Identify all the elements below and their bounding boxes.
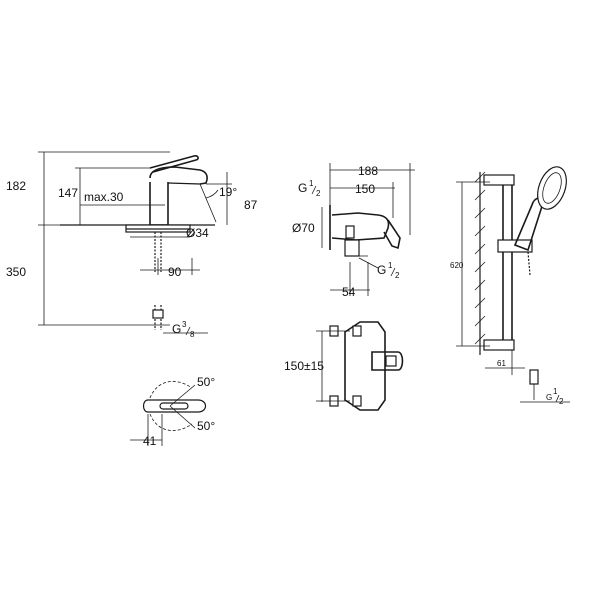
mixer-body [149, 182, 169, 226]
shower-thread-top-label: G 1 2 [298, 179, 321, 198]
shower-centers-label: 150±15 [284, 359, 324, 373]
shower-front-lever [371, 351, 404, 371]
shower-thread-top-sub: 2 [316, 189, 321, 198]
basin-mixer-side-view: 182 147 max.30 19° 87 Ø34 350 90 G 3 8 [6, 151, 258, 339]
rail-offset-label: 61 [497, 359, 506, 368]
dim-height-label: 182 [6, 179, 26, 193]
rail-bracket-bottom [483, 339, 515, 351]
shower-thread-top-slash [311, 185, 317, 195]
handle-angle-bottom-label: 50° [197, 419, 215, 433]
shower-rail-set: 620 61 G 1 2 [450, 166, 570, 406]
handle-plan-view: 50° 50° 41 [130, 375, 215, 448]
rail-length-label: 620 [450, 261, 464, 270]
shower-thread-top-letter: G [298, 181, 307, 195]
shower-thread-top-sup: 1 [309, 179, 314, 188]
basin-thread-sup: 3 [182, 320, 187, 329]
handle-arc-bottom [149, 413, 193, 431]
shower-front-lever-cap [385, 355, 397, 367]
dim-leader-diameter [189, 231, 196, 238]
dim-angle-arc [205, 189, 219, 199]
mixer-spout-underside [167, 182, 201, 185]
dim-offset-label: 90 [168, 265, 182, 279]
handle-angle-top-label: 50° [197, 375, 215, 389]
rail-thread-letter: G [546, 393, 552, 402]
hand-shower-face [542, 172, 562, 204]
handle-slot [159, 402, 189, 410]
shower-front-eccentric-top [352, 325, 362, 337]
shower-mixer-side-view: 188 150 Ø70 54 G 1 2 G 1 2 [292, 163, 415, 299]
handle-angle-line-top [169, 384, 196, 407]
shower-thread-sub: 2 [395, 271, 400, 280]
rail-thread-slash [555, 394, 560, 403]
shower-rosette-label: Ø70 [292, 221, 315, 235]
rail-thread-sup: 1 [553, 387, 558, 396]
rail-bracket-top [483, 174, 515, 186]
basin-thread-sub: 8 [190, 330, 195, 339]
mixer-lever [149, 155, 199, 173]
handle-angle-line-bottom [169, 405, 196, 429]
dim-angle-label: 19° [219, 185, 237, 199]
mixer-spout [149, 166, 208, 185]
rail-wall-hatching [474, 171, 486, 345]
shower-inner-label: 150 [355, 182, 375, 196]
basin-thread-letter: G [172, 322, 181, 336]
dim-angle-line [199, 183, 217, 223]
dim-max-label: max.30 [84, 190, 124, 204]
shower-thread-label: G 1 2 [377, 261, 400, 280]
shower-thread-slash [390, 267, 396, 277]
shower-hose [527, 251, 531, 276]
hose-connector [529, 369, 539, 385]
dim-diameter-label: Ø34 [186, 226, 209, 240]
shower-thread-leader [358, 257, 379, 269]
handle-width-label: 41 [143, 434, 157, 448]
basin-thread-slash [185, 326, 191, 336]
dim-spout-height-label: 147 [58, 186, 78, 200]
shower-thread-letter: G [377, 263, 386, 277]
connector-nut [152, 309, 164, 319]
shower-front-eccentric-bottom [352, 395, 362, 407]
shower-width-label: 188 [358, 164, 378, 178]
shower-body [331, 212, 390, 241]
hand-shower-head [537, 166, 567, 210]
shower-front-body [344, 321, 386, 411]
rail-thread-sub: 2 [559, 397, 564, 406]
basin-thread-label: G 3 8 [172, 320, 195, 339]
dim-depth-label: 350 [6, 265, 26, 279]
shower-inlet [345, 225, 355, 239]
shower-outlet-nut [344, 239, 360, 257]
rail-thread-label: G 1 2 [546, 387, 564, 406]
dim-reach-label: 87 [244, 198, 258, 212]
handle-arc-top [149, 381, 193, 399]
shower-lever [383, 219, 401, 250]
shower-depth-label: 54 [342, 285, 356, 299]
shower-thread-sup: 1 [388, 261, 393, 270]
shower-mixer-front-view: 150±15 [284, 321, 404, 411]
handle-body [142, 399, 207, 413]
